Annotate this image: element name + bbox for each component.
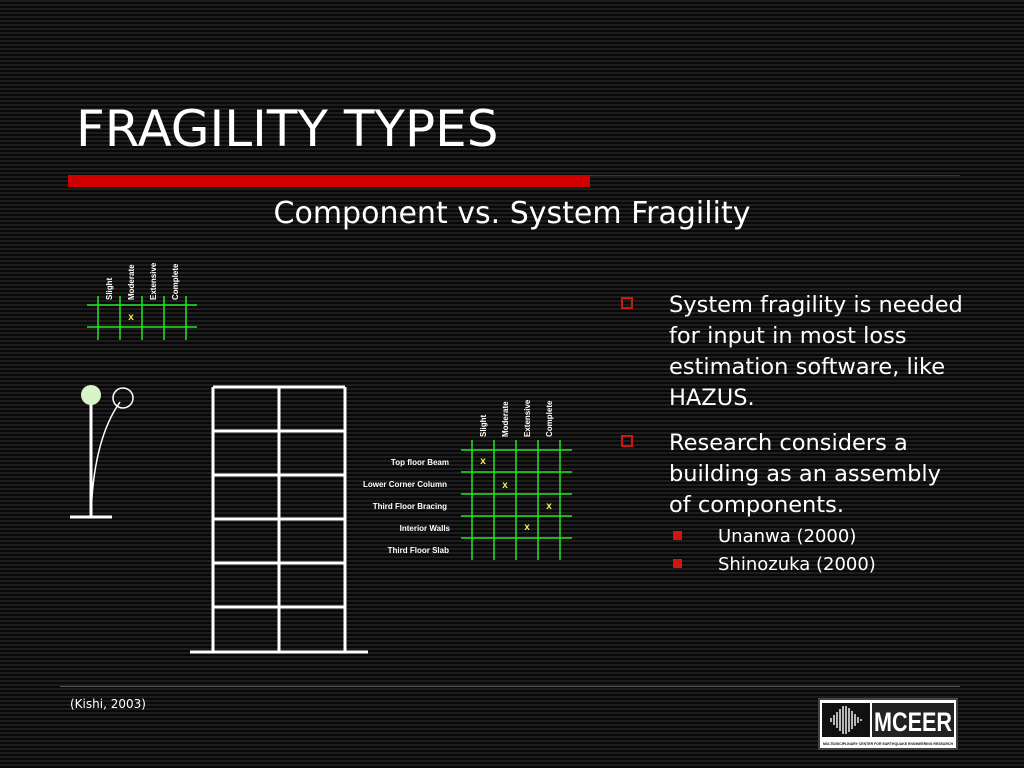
sub-bullet-item: Unanwa (2000) — [618, 523, 963, 551]
slide-subtitle: Component vs. System Fragility — [273, 196, 751, 231]
sys-mark: x — [502, 480, 508, 491]
title-underline-line — [590, 175, 960, 176]
citation: (Kishi, 2003) — [70, 697, 146, 711]
comp-header-slight: Slight — [105, 277, 114, 300]
sys-row-label: Interior Walls — [400, 524, 451, 533]
sys-mark: x — [480, 456, 486, 467]
sys-header-slight: Slight — [479, 414, 488, 437]
column-deflection-sketch — [70, 385, 134, 519]
sys-header-extensive: Extensive — [523, 399, 532, 437]
mceer-logo-graphic: MCEER MULTIDISCIPLINARY CENTER FOR EARTH… — [822, 703, 954, 746]
filled-square-bullet-icon — [673, 531, 682, 540]
logo-wordmark: MCEER — [874, 707, 952, 737]
comp-header-extensive: Extensive — [149, 262, 158, 300]
bullet-item: System fragility is needed for input in … — [618, 290, 963, 414]
sys-row-label: Lower Corner Column — [363, 480, 447, 489]
hollow-square-bullet-icon — [621, 435, 633, 447]
column-node-displaced — [112, 387, 134, 409]
mceer-logo: MCEER MULTIDISCIPLINARY CENTER FOR EARTH… — [818, 698, 958, 750]
sys-header-moderate: Moderate — [501, 401, 510, 437]
bullet-text: System fragility is needed for input in … — [669, 292, 963, 411]
comp-header-moderate: Moderate — [127, 264, 136, 300]
sub-bullet-text: Shinozuka (2000) — [718, 554, 876, 575]
sys-row-label: Third Floor Slab — [388, 546, 449, 555]
bullet-list: System fragility is needed for input in … — [618, 290, 963, 579]
sys-row-label: Top floor Beam — [391, 458, 449, 467]
title-underline-bar — [68, 175, 590, 187]
sys-mark: x — [524, 522, 530, 533]
building-frame-sketch — [190, 385, 368, 654]
slide-title: FRAGILITY TYPES — [76, 100, 499, 158]
hollow-square-bullet-icon — [621, 297, 633, 309]
sub-bullet-item: Shinozuka (2000) — [618, 551, 963, 579]
sys-header-complete: Complete — [545, 400, 554, 437]
comp-mark: x — [128, 312, 134, 323]
filled-square-bullet-icon — [673, 559, 682, 568]
sub-bullet-text: Unanwa (2000) — [718, 526, 857, 547]
column-node-original — [81, 385, 101, 405]
sys-row-label: Third Floor Bracing — [373, 502, 447, 511]
bullet-item: Research considers a building as an asse… — [618, 428, 963, 521]
system-fragility-grid — [461, 440, 572, 560]
comp-header-complete: Complete — [171, 263, 180, 300]
sys-mark: x — [546, 501, 552, 512]
bullet-text: Research considers a building as an asse… — [669, 430, 941, 518]
component-fragility-grid — [87, 296, 197, 340]
footer-divider — [60, 686, 960, 687]
logo-subtext: MULTIDISCIPLINARY CENTER FOR EARTHQUAKE … — [823, 741, 953, 746]
